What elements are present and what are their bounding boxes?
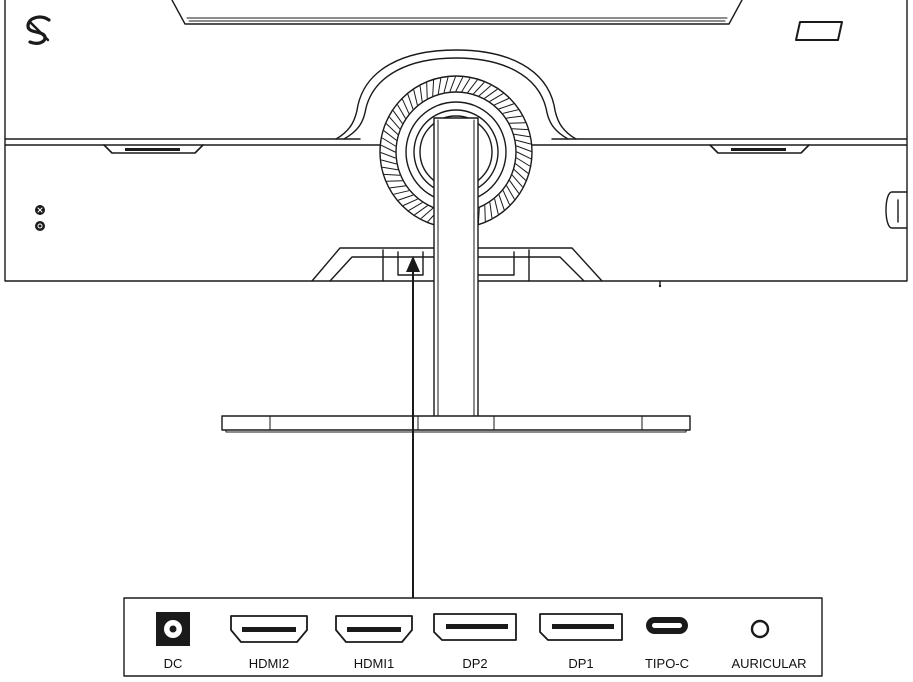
right-vent xyxy=(709,144,810,154)
side-latch xyxy=(885,191,908,229)
stand-neck xyxy=(433,117,479,419)
hdmi2-port-icon xyxy=(230,615,308,643)
pointer-arrow xyxy=(406,256,420,599)
audio-jack-icon xyxy=(750,619,770,639)
dp1-port-icon xyxy=(539,613,623,641)
control-buttons xyxy=(35,205,45,231)
brand-logo-icon xyxy=(26,15,51,45)
dc-port-icon xyxy=(156,612,190,646)
left-vent xyxy=(103,144,204,154)
hdmi1-port-icon xyxy=(335,615,413,643)
port-label-hdmi2: HDMI2 xyxy=(249,656,289,671)
port-label-dp1: DP1 xyxy=(568,656,593,671)
monitor-body xyxy=(4,0,908,288)
port-label-audio: AURICULAR xyxy=(731,656,806,671)
port-label-dc: DC xyxy=(164,656,183,671)
stand-base xyxy=(221,415,691,433)
dp2-port-icon xyxy=(433,613,517,641)
port-panel: DC HDMI2 HDMI1 DP2 DP1 TIPO-C AURICULAR xyxy=(123,597,823,677)
usb-c-port-icon xyxy=(646,617,688,634)
port-label-hdmi1: HDMI1 xyxy=(354,656,394,671)
port-label-usb-c: TIPO-C xyxy=(645,656,689,671)
power-indicator-icon xyxy=(795,21,843,41)
port-label-dp2: DP2 xyxy=(462,656,487,671)
